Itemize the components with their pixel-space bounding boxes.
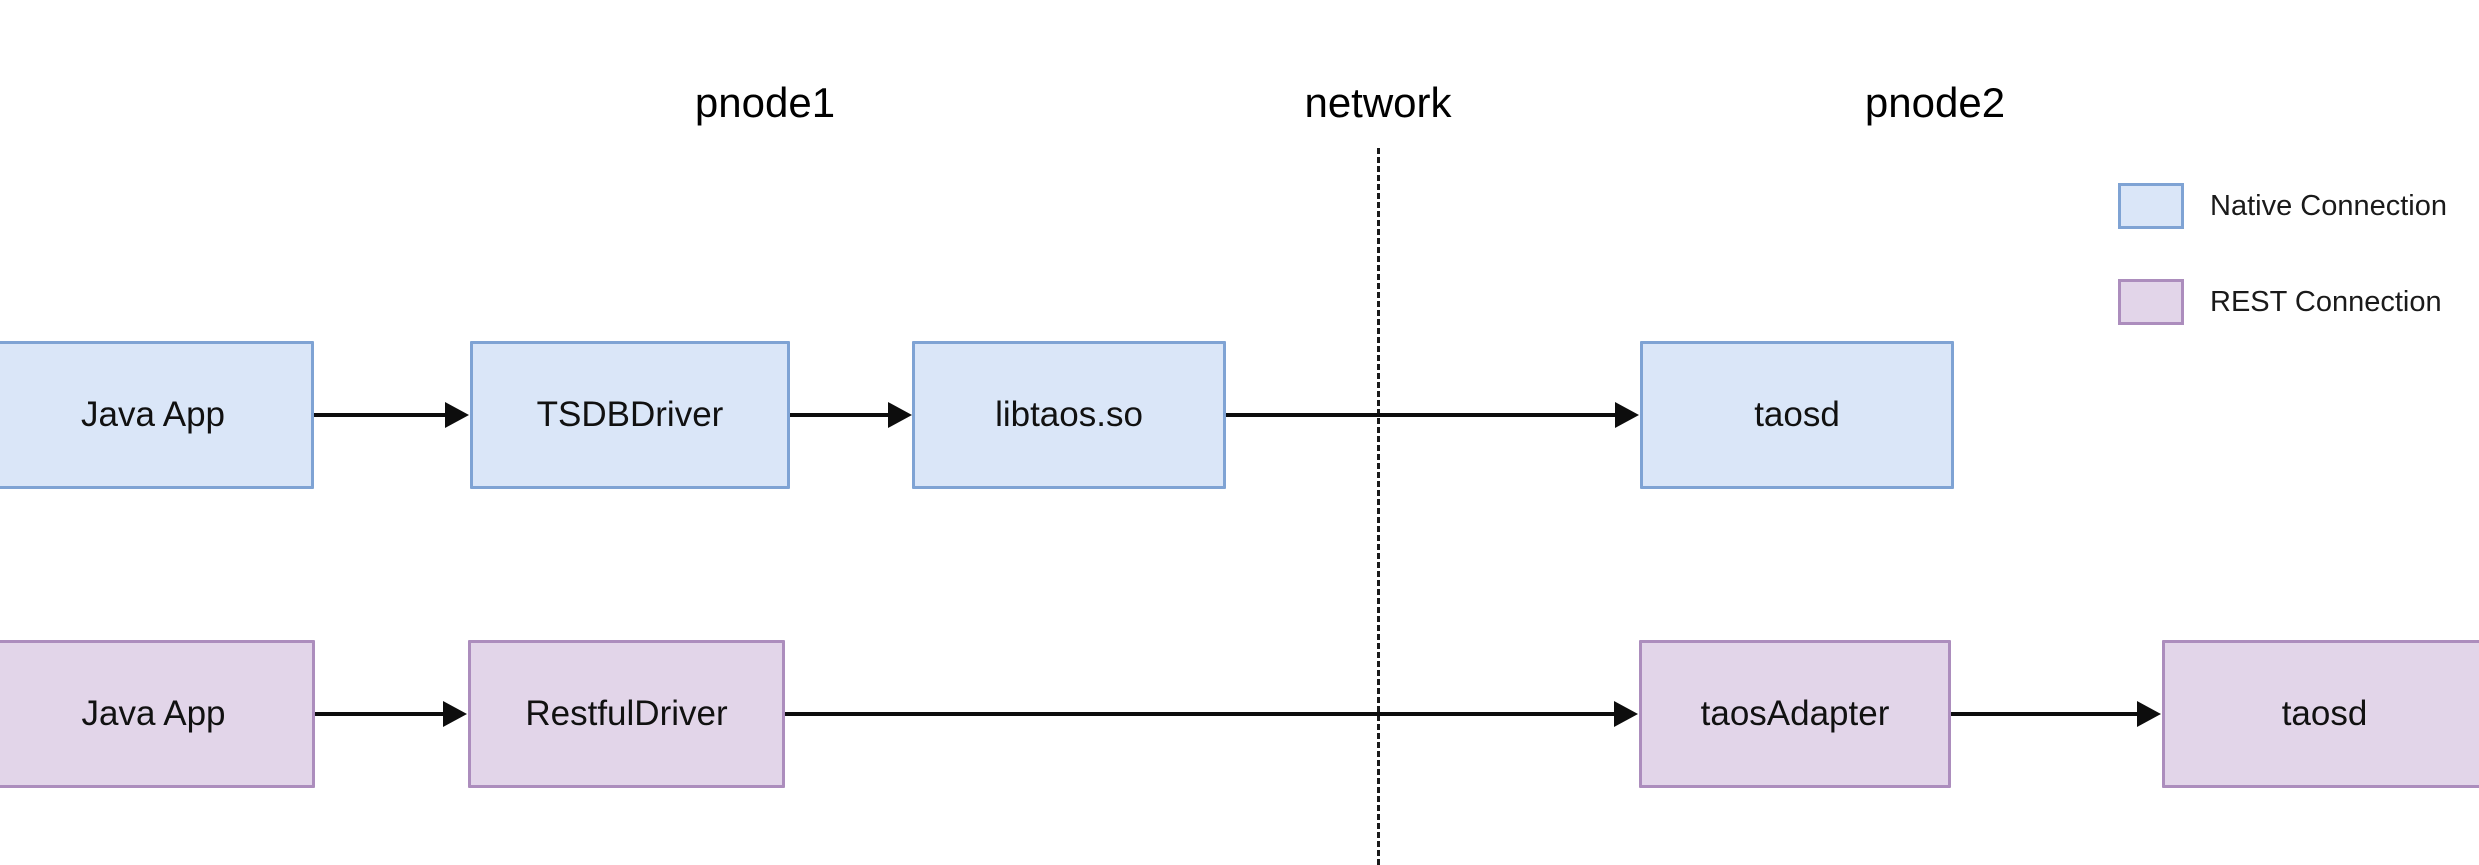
network-boundary-dashed-line xyxy=(1377,148,1380,865)
connector-native-app-to-driver xyxy=(314,413,447,417)
legend-label-native: Native Connection xyxy=(2210,189,2447,222)
column-header-network: network xyxy=(1304,79,1452,126)
arrowhead-native-app-to-driver-icon xyxy=(445,402,469,428)
node-rest-taosadapter[interactable]: taosAdapter xyxy=(1639,640,1951,788)
arrowhead-native-driver-to-libtaos-icon xyxy=(888,402,912,428)
legend-swatch-rest-icon xyxy=(2118,279,2184,325)
node-label-native-taosd: taosd xyxy=(1754,394,1840,434)
connector-rest-adapter-to-taosd xyxy=(1951,712,2139,716)
node-label-rest-java-app: Java App xyxy=(81,693,226,733)
legend-item-native: Native Connection xyxy=(2118,183,2447,229)
node-native-libtaos[interactable]: libtaos.so xyxy=(912,341,1226,489)
node-rest-java-app[interactable]: Java App xyxy=(0,640,315,788)
node-label-native-tsdbdriver: TSDBDriver xyxy=(536,394,724,434)
connector-rest-app-to-driver xyxy=(315,712,445,716)
connector-native-driver-to-libtaos xyxy=(790,413,891,417)
arrowhead-rest-driver-to-adapter-icon xyxy=(1614,701,1638,727)
node-native-tsdbdriver[interactable]: TSDBDriver xyxy=(470,341,790,489)
legend-label-rest: REST Connection xyxy=(2210,285,2442,318)
column-header-pnode2: pnode2 xyxy=(1864,79,2006,126)
node-label-rest-taosd: taosd xyxy=(2281,693,2368,733)
legend-item-rest: REST Connection xyxy=(2118,279,2442,325)
node-native-java-app[interactable]: Java App xyxy=(0,341,314,489)
arrowhead-rest-adapter-to-taosd-icon xyxy=(2137,701,2161,727)
node-native-taosd[interactable]: taosd xyxy=(1640,341,1954,489)
node-label-rest-restfuldriver: RestfulDriver xyxy=(525,693,728,733)
arrowhead-rest-app-to-driver-icon xyxy=(443,701,467,727)
connector-native-libtaos-to-taosd xyxy=(1226,413,1617,417)
legend-swatch-native-icon xyxy=(2118,183,2184,229)
node-label-native-libtaos: libtaos.so xyxy=(995,394,1143,434)
arrowhead-native-libtaos-to-taosd-icon xyxy=(1615,402,1639,428)
node-label-rest-taosadapter: taosAdapter xyxy=(1700,693,1890,733)
connector-rest-driver-to-adapter xyxy=(785,712,1616,716)
column-header-pnode1: pnode1 xyxy=(694,79,836,126)
node-rest-taosd[interactable]: taosd xyxy=(2162,640,2479,788)
node-rest-restfuldriver[interactable]: RestfulDriver xyxy=(468,640,785,788)
node-label-native-java-app: Java App xyxy=(81,394,225,434)
